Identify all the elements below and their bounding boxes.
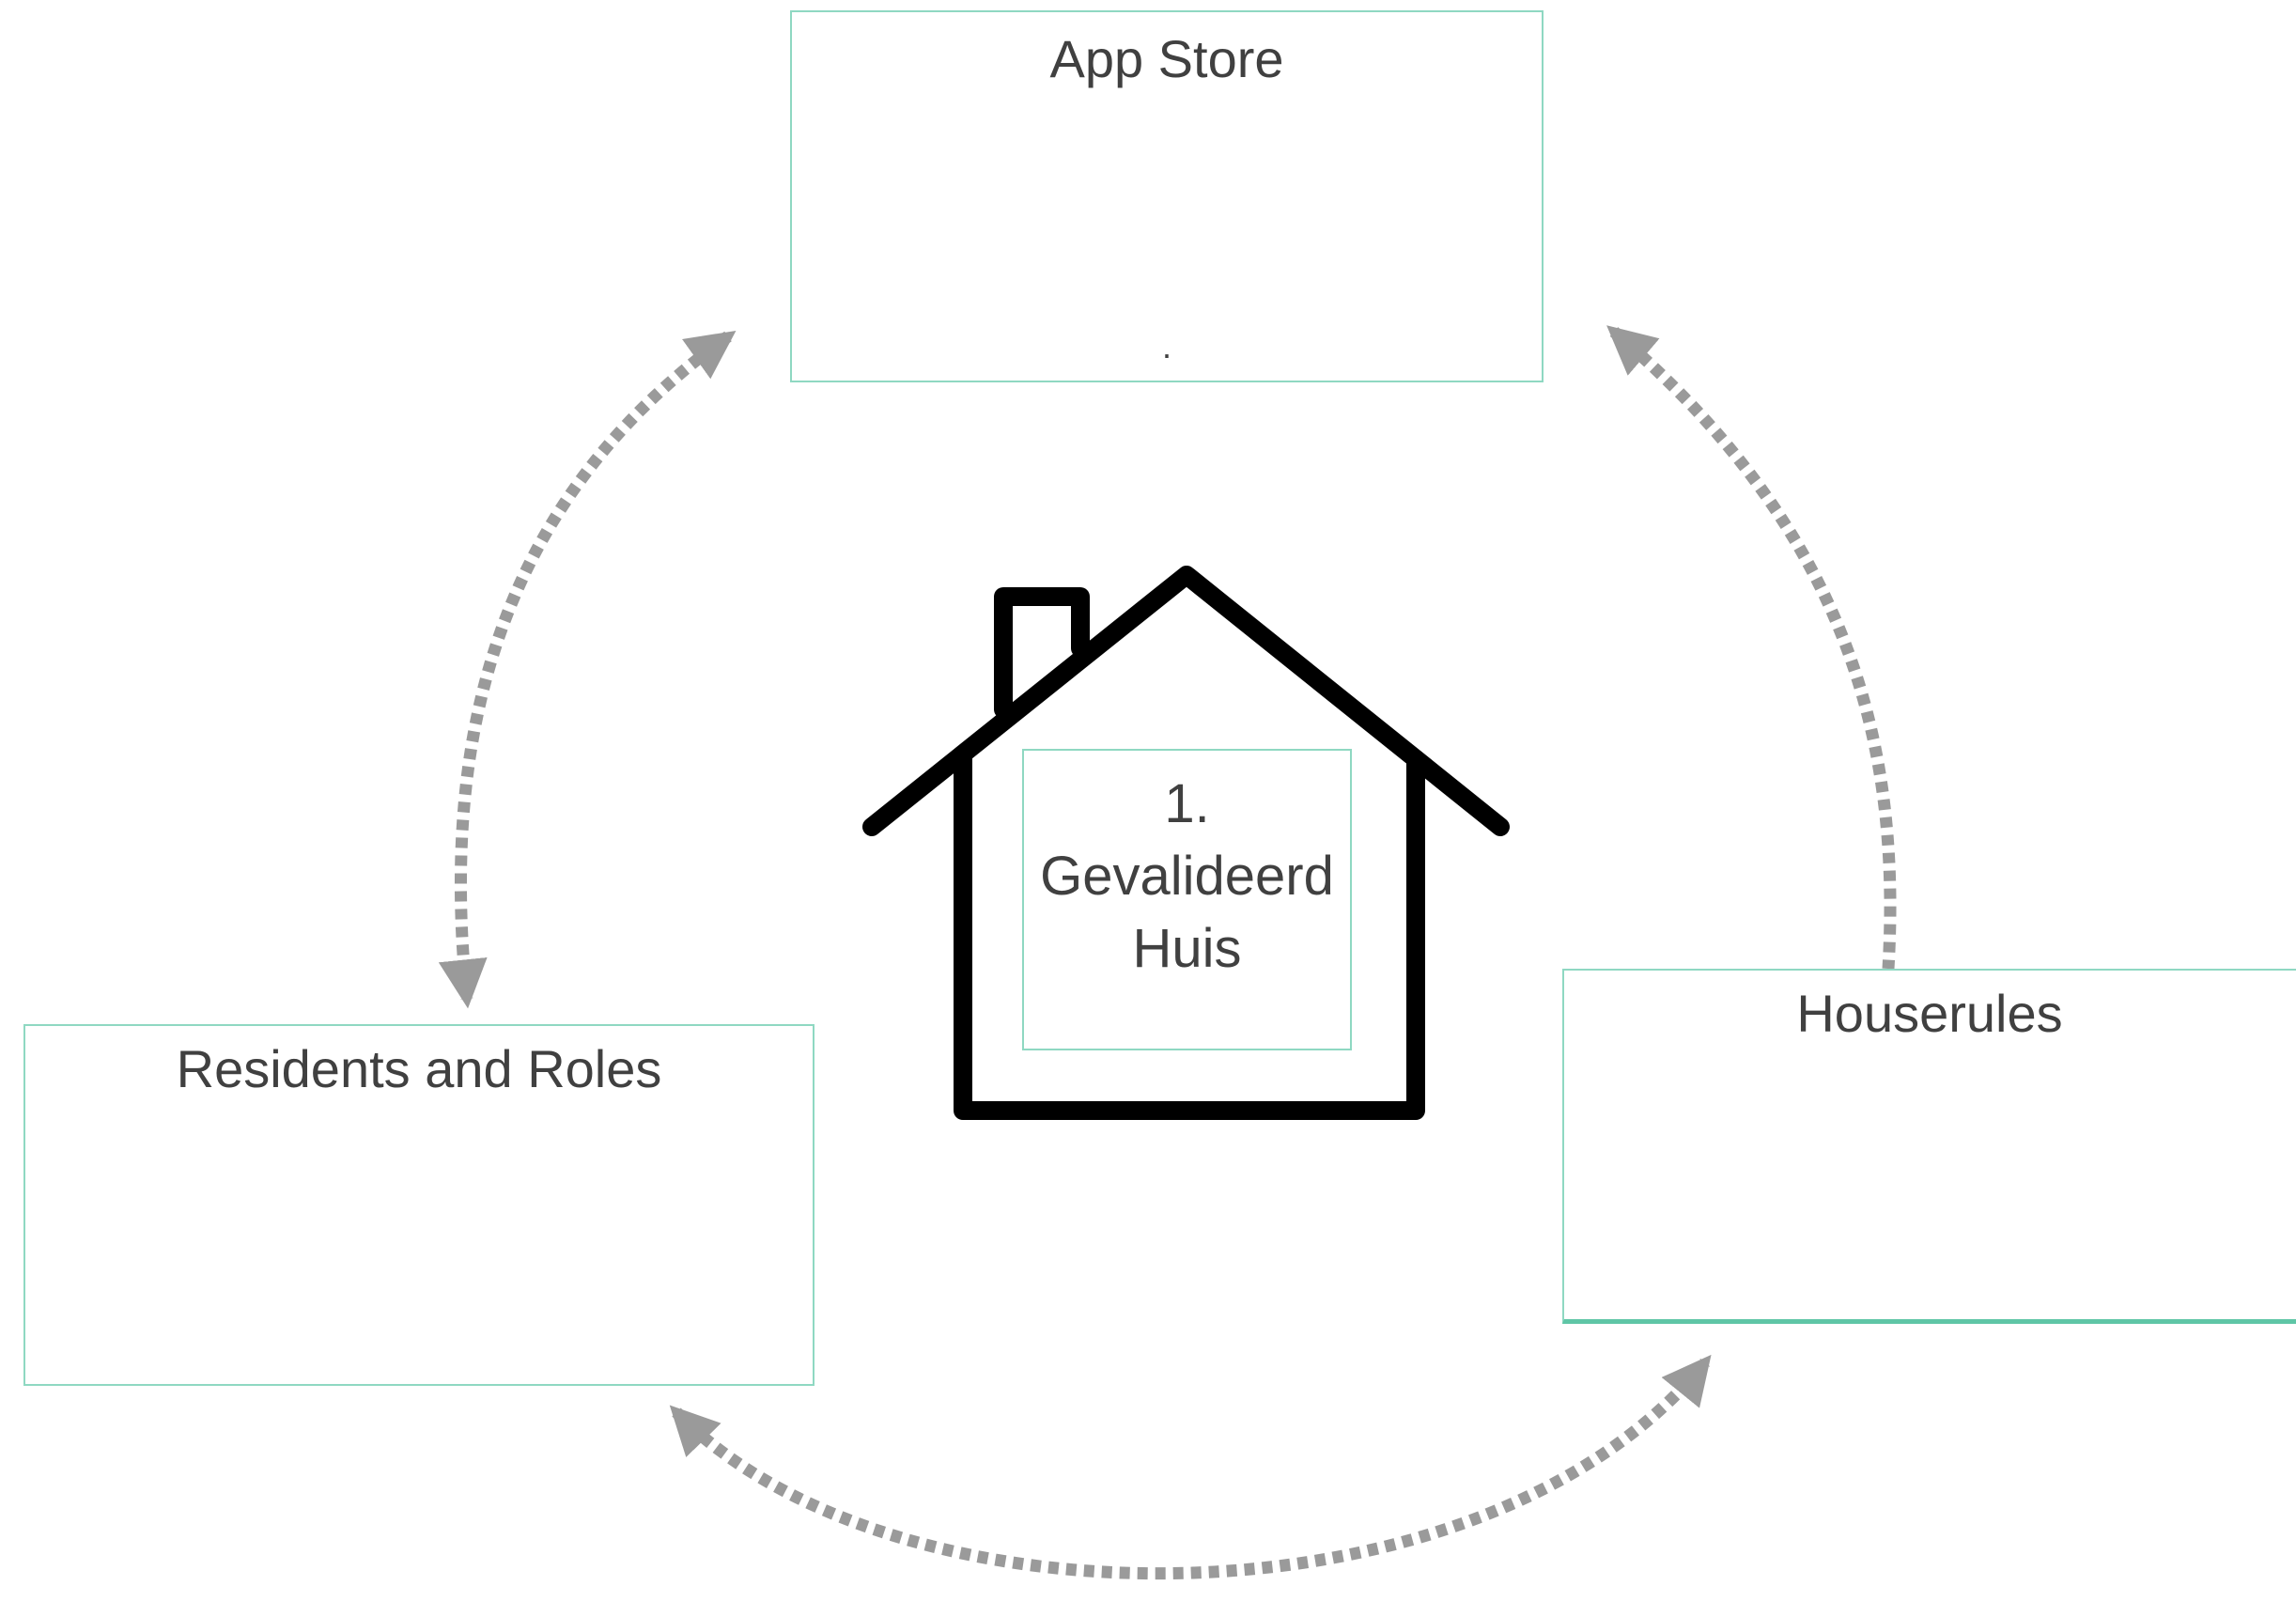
connector-appstore-houserules (1606, 325, 1897, 970)
app-store-box: App Store . (790, 10, 1544, 382)
house-icon (862, 566, 1510, 1120)
houserules-title: Houserules (1796, 984, 2063, 1043)
app-store-title: App Store (1049, 29, 1284, 88)
validated-house-label: 1. Gevalideerd Huis (1024, 768, 1350, 985)
validated-house-box: 1. Gevalideerd Huis (1022, 749, 1352, 1050)
validated-house-line3: Huis (1132, 918, 1242, 979)
validated-house-line2: Gevalideerd (1040, 846, 1334, 907)
validated-house-number: 1. (1164, 773, 1210, 834)
connector-appstore-residents (438, 330, 737, 1009)
residents-and-roles-box: Residents and Roles (23, 1024, 814, 1386)
residents-and-roles-title: Residents and Roles (176, 1039, 662, 1098)
houserules-box: Houserules (1562, 969, 2296, 1324)
app-store-note: . (1161, 327, 1171, 365)
connector-residents-houserules (669, 1354, 1712, 1580)
